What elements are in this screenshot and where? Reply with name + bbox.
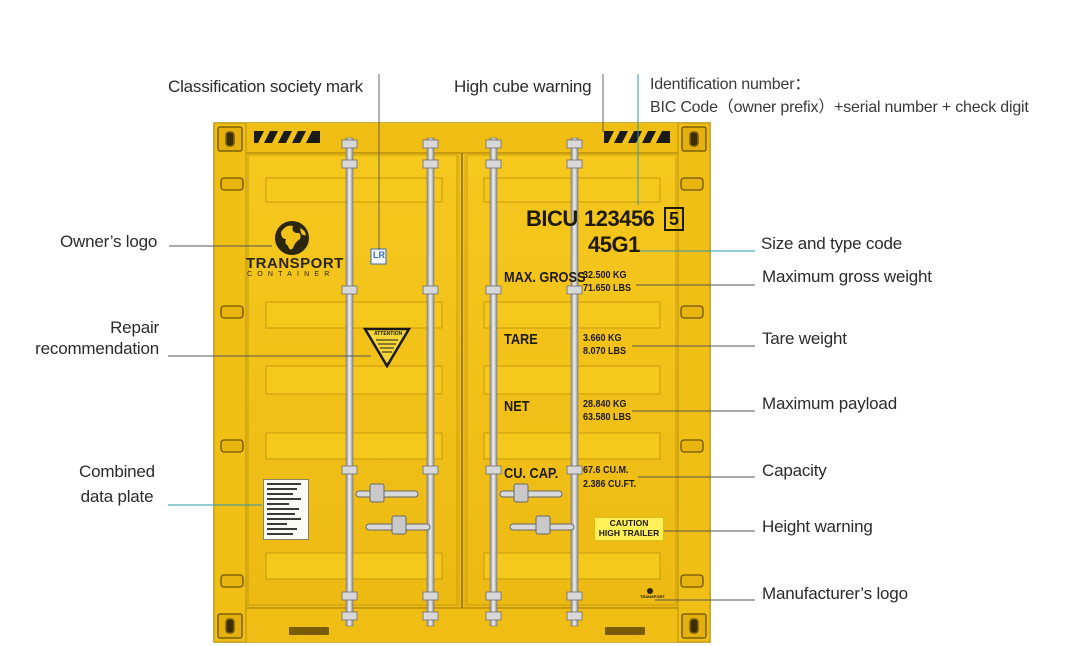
row-value-max-gross-lbs: 71.650 LBS <box>583 283 632 294</box>
row-value-net-lbs: 63.580 LBS <box>583 412 632 423</box>
row-value-tare-kg: 3.660 KG <box>583 333 622 344</box>
bottom-slots <box>289 627 645 635</box>
label-size-and-type-code: Size and type code <box>761 234 902 253</box>
rod-guides <box>341 139 583 621</box>
high-cube-stripes <box>254 131 670 143</box>
warning-sign-text: ATTENTION <box>374 331 403 337</box>
leader-lines-teal <box>168 74 755 506</box>
caution-line-1: CAUTION <box>609 518 649 528</box>
row-label-cu-cap: CU. CAP. <box>504 465 559 482</box>
label-owners-logo: Owner’s logo <box>60 232 158 251</box>
row-value-tare-lbs: 8.070 LBS <box>583 346 627 357</box>
classification-society-mark: LR <box>373 250 385 260</box>
label-manufacturers-logo: Manufacturer’s logo <box>762 584 908 603</box>
size-type-code: 45G1 <box>588 232 640 257</box>
label-maximum-gross-weight: Maximum gross weight <box>762 267 932 286</box>
label-combined-data-plate-2: data plate <box>80 487 154 506</box>
label-high-cube-warning: High cube warning <box>454 77 592 96</box>
row-value-cu-cap-cum: 67.6 CU.M. <box>583 465 629 476</box>
owner-logo-text: TRANSPORT <box>246 255 344 272</box>
label-classification-society-mark: Classification society mark <box>168 77 363 96</box>
door-handles <box>355 483 575 535</box>
label-repair-recommendation-1: Repair <box>110 318 159 337</box>
manufacturer-mark-text: TRANSPORT <box>640 594 665 599</box>
combined-data-plate <box>263 479 309 540</box>
label-repair-recommendation-2: recommendation <box>35 339 159 358</box>
manufacturer-mark-graphic <box>647 588 653 594</box>
row-label-tare: TARE <box>504 331 538 348</box>
label-tare-weight: Tare weight <box>762 329 847 348</box>
leader-lines <box>168 74 755 601</box>
label-combined-data-plate-1: Combined <box>79 462 155 481</box>
locking-rods <box>345 137 579 627</box>
caution-line-2: HIGH TRAILER <box>598 528 660 538</box>
serial-number: 123456 <box>584 206 655 231</box>
row-value-net-kg: 28.840 KG <box>583 399 627 410</box>
label-height-warning: Height warning <box>762 517 873 536</box>
label-identification-number: Identification number： <box>650 76 811 93</box>
row-value-cu-cap-cuft: 2.386 CU.FT. <box>583 479 637 490</box>
row-label-net: NET <box>504 398 530 415</box>
label-bic-code-description: BIC Code（owner prefix）+serial number + c… <box>650 99 1029 116</box>
height-warning-sticker: CAUTION HIGH TRAILER <box>594 517 664 541</box>
label-maximum-payload: Maximum payload <box>762 394 897 413</box>
label-capacity: Capacity <box>762 461 827 480</box>
owner-prefix: BICU <box>526 206 578 231</box>
owner-logo-subtitle: CONTAINER <box>247 271 335 278</box>
owner-logo-globe <box>275 221 309 255</box>
row-label-max-gross: MAX. GROSS <box>504 269 586 286</box>
check-digit: 5 <box>664 207 684 231</box>
classification-mark-box <box>370 248 387 265</box>
warning-triangle-sign <box>362 327 412 369</box>
door-hinges <box>220 177 704 588</box>
corner-castings <box>217 126 707 639</box>
row-value-max-gross-kg: 32.500 KG <box>583 270 627 281</box>
door-panels <box>265 177 661 580</box>
